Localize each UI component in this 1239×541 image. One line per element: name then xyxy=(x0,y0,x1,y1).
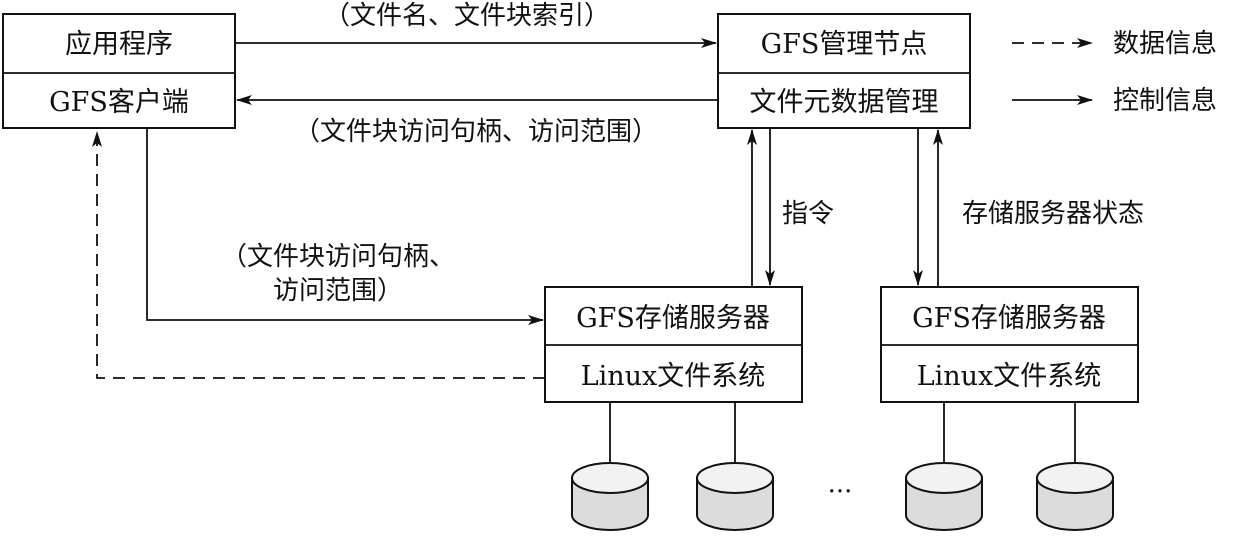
master-metadata: 文件元数据管理 xyxy=(750,87,939,118)
client-label: GFS客户端 xyxy=(49,87,189,118)
app-label: 应用程序 xyxy=(65,29,173,60)
client-to-server-label-1: （文件块访问句柄、 xyxy=(221,242,455,272)
chunkserver-box-2: GFS存储服务器 Linux文件系统 xyxy=(880,286,1139,403)
legend-control-info: 控制信息 xyxy=(1113,86,1217,116)
chunkserver-title: GFS存储服务器 xyxy=(576,303,770,334)
client-to-server-label-2: 访问范围） xyxy=(273,276,403,306)
chunkserver-title: GFS存储服务器 xyxy=(912,303,1106,334)
disk-icon xyxy=(696,462,774,531)
request-label: （文件名、文件块索引） xyxy=(324,1,610,31)
ellipsis: ··· xyxy=(828,477,853,507)
response-label: （文件块访问句柄、访问范围） xyxy=(294,117,658,147)
chunkserver-filesystem: Linux文件系统 xyxy=(581,361,766,392)
data-return-arrow xyxy=(92,131,545,379)
client-box: 应用程序 GFS客户端 xyxy=(2,13,236,129)
disk-icon xyxy=(571,462,649,531)
client-to-server-arrow xyxy=(146,128,544,325)
master-title: GFS管理节点 xyxy=(761,29,928,60)
master-box: GFS管理节点 文件元数据管理 xyxy=(717,13,971,129)
server-status-label: 存储服务器状态 xyxy=(962,199,1144,229)
legend: 数据信息 控制信息 xyxy=(1012,29,1217,116)
chunkserver-box-1: GFS存储服务器 Linux文件系统 xyxy=(544,286,803,403)
disk-icon xyxy=(905,462,983,531)
legend-data-info: 数据信息 xyxy=(1113,29,1217,59)
chunkserver-filesystem: Linux文件系统 xyxy=(917,361,1102,392)
disk-icon xyxy=(1036,462,1114,531)
instruction-label: 指令 xyxy=(782,199,834,229)
